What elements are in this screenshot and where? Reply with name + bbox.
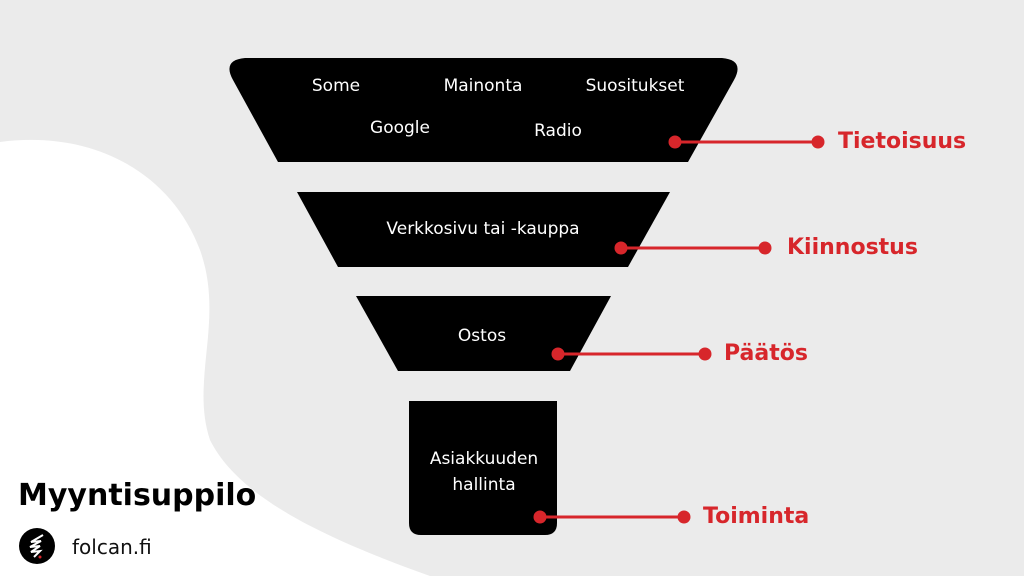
funnel-stage-3 [356, 296, 611, 371]
funnel-stage-2 [297, 192, 670, 267]
funnel-item: Suositukset [585, 76, 685, 96]
funnel-item: Some [311, 76, 361, 96]
stage-label-2: Kiinnostus [787, 235, 918, 260]
funnel-item: Google [370, 118, 430, 138]
falcon-logo-icon [19, 528, 55, 564]
connector-dot [698, 347, 712, 361]
page-title: Myyntisuppilo [18, 478, 257, 513]
connector-dot [811, 135, 825, 149]
stage-label-3: Päätös [724, 341, 808, 366]
funnel-item: Radio [534, 121, 582, 141]
funnel-item: Mainonta [443, 76, 523, 96]
funnel-item: Ostos [457, 326, 507, 346]
background-white-shape [0, 139, 430, 576]
funnel-item: Verkkosivu tai -kauppa [386, 219, 580, 239]
connector-dot [551, 347, 565, 361]
connector-dot [677, 510, 691, 524]
funnel-stage-1 [229, 58, 738, 162]
stage-label-1: Tietoisuus [838, 129, 967, 154]
funnel-item: Asiakkuuden [429, 449, 539, 469]
brand-name: folcan.fi [72, 535, 152, 559]
stage-label-4: Toiminta [703, 504, 810, 529]
connector-dot [758, 241, 772, 255]
funnel-item: hallinta [452, 475, 516, 495]
funnel-stage-4 [409, 401, 557, 535]
connector-dot [614, 241, 628, 255]
connector-dot [668, 135, 682, 149]
connector-dot [533, 510, 547, 524]
